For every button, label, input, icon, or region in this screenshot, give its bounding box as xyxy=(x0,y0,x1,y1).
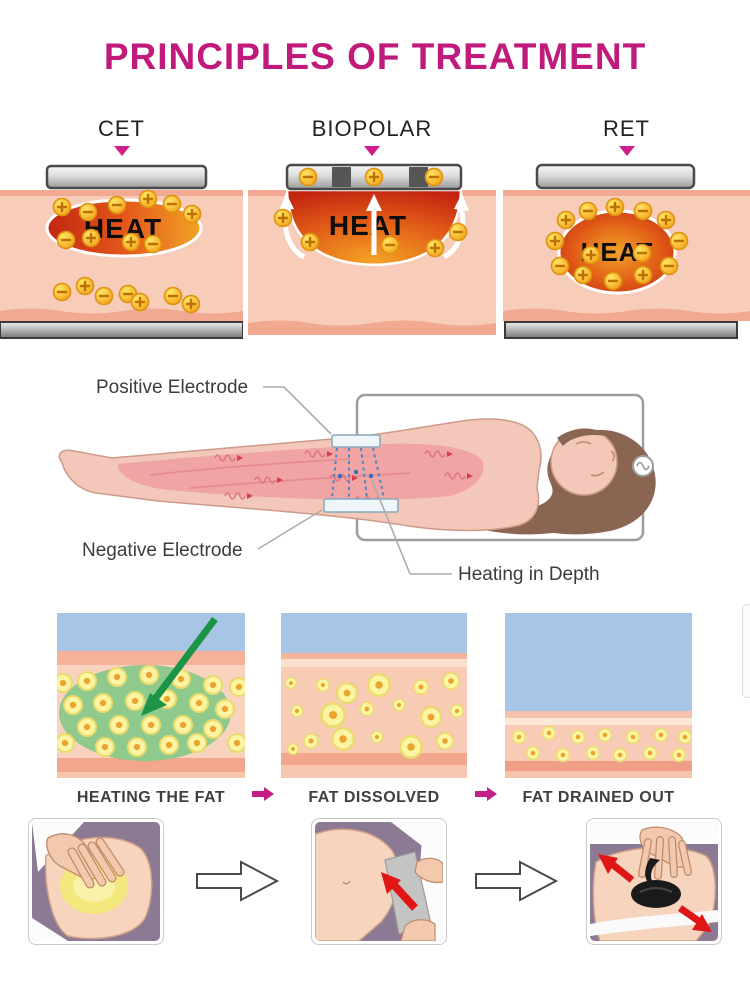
treatment-modes-row: CET HEAT xyxy=(0,116,750,340)
leader-lines xyxy=(257,386,452,575)
procedure-steps-row xyxy=(0,818,750,945)
step-arrow-cell xyxy=(164,818,311,945)
positive-electrode-label: Positive Electrode xyxy=(96,377,248,398)
cet-diagram: HEAT xyxy=(0,164,243,339)
fat-stage-caption: HEATING THE FAT xyxy=(76,789,226,806)
mode-panel-biopolar: BIOPOLAR HEAT xyxy=(248,116,496,340)
face-details xyxy=(575,441,615,477)
stage-arrow-cell xyxy=(467,613,505,807)
fat-stage-heating: HEATING THE FAT xyxy=(57,613,245,807)
down-triangle-icon xyxy=(113,146,130,156)
arrow-right-icon xyxy=(475,787,497,801)
fat-stage-caption: FAT DISSOLVED xyxy=(308,789,440,806)
fat-drained-out-image xyxy=(505,613,692,778)
red-arrow-icon xyxy=(381,872,418,911)
massage-device-step xyxy=(586,818,722,945)
treatment-arrow-icon xyxy=(141,616,218,716)
outline-arrow-right-icon xyxy=(195,860,279,902)
arrow-right-icon xyxy=(252,787,274,801)
right-edge-artifact xyxy=(742,604,750,698)
hands xyxy=(400,857,443,941)
applicator-illustration xyxy=(315,822,443,941)
fat-dissolved-image xyxy=(281,613,467,778)
stage-arrow-cell xyxy=(245,613,281,807)
down-triangle-icon xyxy=(618,146,635,156)
return-plate xyxy=(0,321,243,339)
fat-stage-dissolved: FAT DISSOLVED xyxy=(281,613,467,807)
rf-field-lines xyxy=(331,447,385,499)
navel xyxy=(342,880,351,885)
mode-label-ret: RET xyxy=(603,116,650,141)
fat-stage-caption: FAT DRAINED OUT xyxy=(522,789,675,806)
return-plate xyxy=(504,321,738,339)
vacuum-applicator-step xyxy=(311,818,447,945)
ac-source-icon xyxy=(632,455,654,477)
fat-stage-drained: FAT DRAINED OUT xyxy=(505,613,692,807)
page-title: PRINCIPLES OF TREATMENT xyxy=(103,36,647,77)
outline-arrow-right-icon xyxy=(474,860,558,902)
heat-flow-arrowheads xyxy=(279,193,469,211)
massage-device-illustration xyxy=(590,822,718,941)
fat-stages-row: HEATING THE FAT xyxy=(0,613,750,807)
red-arrow-icon xyxy=(598,854,712,932)
mode-label-biopolar: BIOPOLAR xyxy=(311,116,433,141)
body-diagram: Positive Electrode Negative Electrode He… xyxy=(58,377,656,585)
step-arrow-cell xyxy=(447,818,586,945)
positive-electrode-pad xyxy=(331,434,381,448)
apply-gel-step xyxy=(28,818,164,945)
top-electrode-plate xyxy=(535,163,696,190)
mode-panel-ret: RET HEAT xyxy=(503,116,750,340)
top-electrode-plate xyxy=(45,164,208,190)
massage-device xyxy=(631,858,681,908)
heating-in-depth-label: Heating in Depth xyxy=(458,564,600,585)
negative-electrode-label: Negative Electrode xyxy=(82,540,243,561)
negative-electrode-pad xyxy=(323,498,399,513)
ret-diagram: HEAT xyxy=(503,163,750,339)
hand xyxy=(638,826,692,880)
down-triangle-icon xyxy=(364,146,380,156)
heating-the-fat-image xyxy=(57,613,245,778)
mode-label-cet: CET xyxy=(98,116,145,141)
mode-panel-cet: CET HEAT xyxy=(0,116,243,340)
heat-label: HEAT xyxy=(329,210,407,241)
apply-gel-illustration xyxy=(32,822,160,941)
biopolar-diagram: HEAT xyxy=(248,163,496,335)
hand xyxy=(46,833,125,889)
body-diagram-section: Positive Electrode Negative Electrode He… xyxy=(0,358,750,603)
